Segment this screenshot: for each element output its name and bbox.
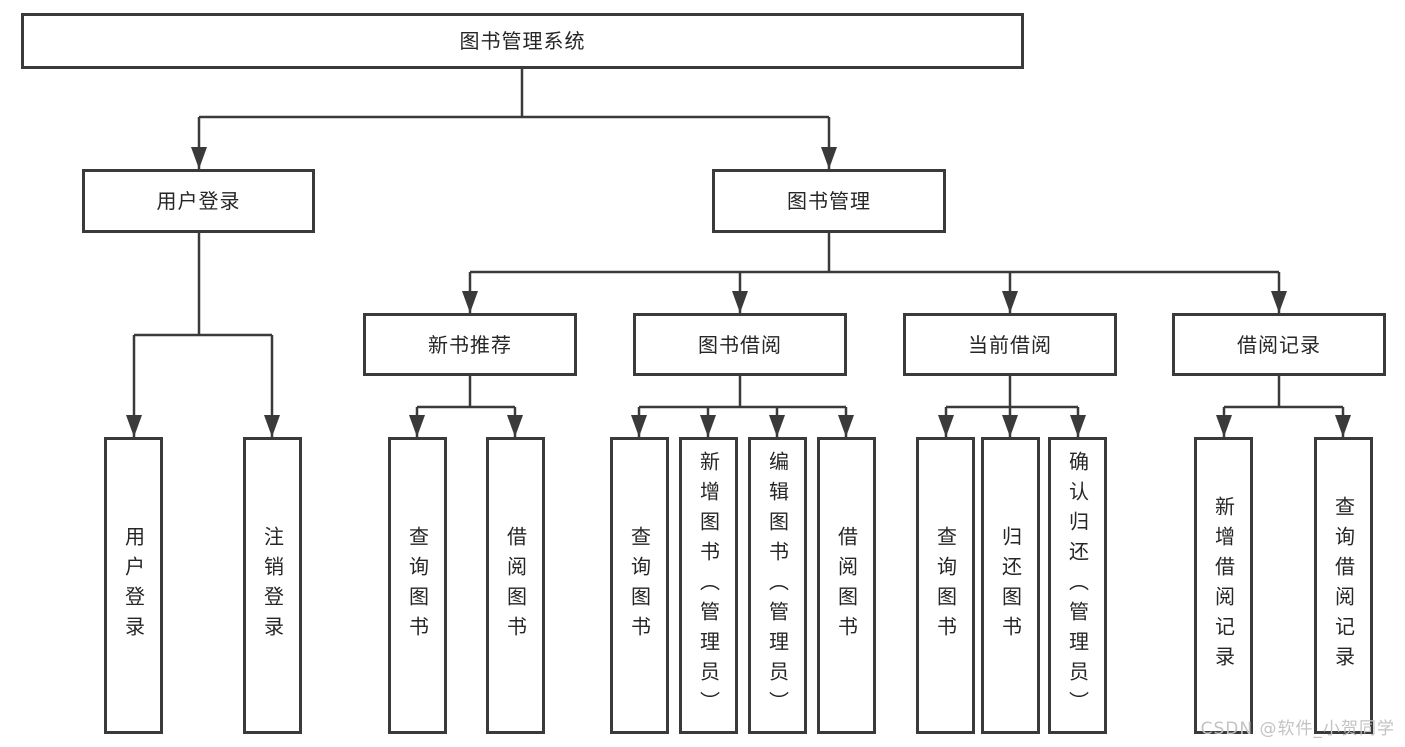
connector-book-borrow-branch — [631, 376, 854, 437]
node-label: 新增借阅记录 — [1211, 495, 1236, 676]
node-label: 当前借阅 — [968, 332, 1052, 357]
node-label: 注销登录 — [260, 525, 285, 646]
leaf-logout: 注销登录 — [243, 437, 302, 734]
connector-user-login-branch — [126, 233, 280, 437]
connector-new-book-recommend-branch — [409, 376, 523, 437]
node-borrow-records: 借阅记录 — [1172, 313, 1386, 376]
leaf-cb-confirm-return-admin: 确认归还（管理员） — [1048, 437, 1107, 734]
csdn-watermark: CSDN @软件_小贺同学 — [1200, 719, 1395, 739]
leaf-user-login: 用户登录 — [104, 437, 163, 734]
leaf-bb-query-books: 查询图书 — [610, 437, 669, 734]
leaf-cb-return-books: 归还图书 — [981, 437, 1040, 734]
node-label: 图书借阅 — [698, 332, 782, 357]
leaf-cb-query-books: 查询图书 — [916, 437, 975, 734]
connector-borrow-records-branch — [1216, 376, 1351, 437]
leaf-bb-edit-books-admin: 编辑图书（管理员） — [748, 437, 807, 734]
node-label: 新书推荐 — [428, 332, 512, 357]
connector-current-borrow-branch — [938, 376, 1086, 437]
leaf-nbr-query-books: 查询图书 — [388, 437, 447, 734]
node-label: 图书管理 — [787, 189, 871, 213]
node-label: 查询图书 — [405, 525, 430, 646]
connector-book-management-branch — [462, 233, 1287, 313]
node-label: 查询图书 — [627, 525, 652, 646]
node-root-library-system: 图书管理系统 — [21, 13, 1024, 69]
leaf-br-query-record: 查询借阅记录 — [1314, 437, 1373, 734]
node-user-login: 用户登录 — [82, 169, 315, 233]
node-label: 用户登录 — [121, 525, 146, 646]
node-label: 编辑图书（管理员） — [765, 450, 790, 721]
node-label: 借阅图书 — [834, 525, 859, 646]
node-label: 归还图书 — [998, 525, 1023, 646]
node-label: 用户登录 — [156, 189, 241, 213]
node-book-management: 图书管理 — [712, 169, 946, 233]
node-book-borrow: 图书借阅 — [633, 313, 847, 376]
leaf-nbr-borrow-books: 借阅图书 — [486, 437, 545, 734]
leaf-br-add-record: 新增借阅记录 — [1194, 437, 1253, 734]
node-label: 借阅记录 — [1237, 332, 1321, 357]
node-current-borrow: 当前借阅 — [903, 313, 1117, 376]
node-label: 确认归还（管理员） — [1065, 450, 1090, 721]
node-new-book-recommend: 新书推荐 — [363, 313, 577, 376]
node-label: 借阅图书 — [503, 525, 528, 646]
leaf-bb-add-books-admin: 新增图书（管理员） — [679, 437, 738, 734]
leaf-bb-borrow-books: 借阅图书 — [817, 437, 876, 734]
node-label: 图书管理系统 — [459, 29, 586, 53]
node-label: 查询借阅记录 — [1331, 495, 1356, 676]
connector-root-branch — [191, 69, 837, 169]
node-label: 查询图书 — [933, 525, 958, 646]
node-label: 新增图书（管理员） — [696, 450, 721, 721]
